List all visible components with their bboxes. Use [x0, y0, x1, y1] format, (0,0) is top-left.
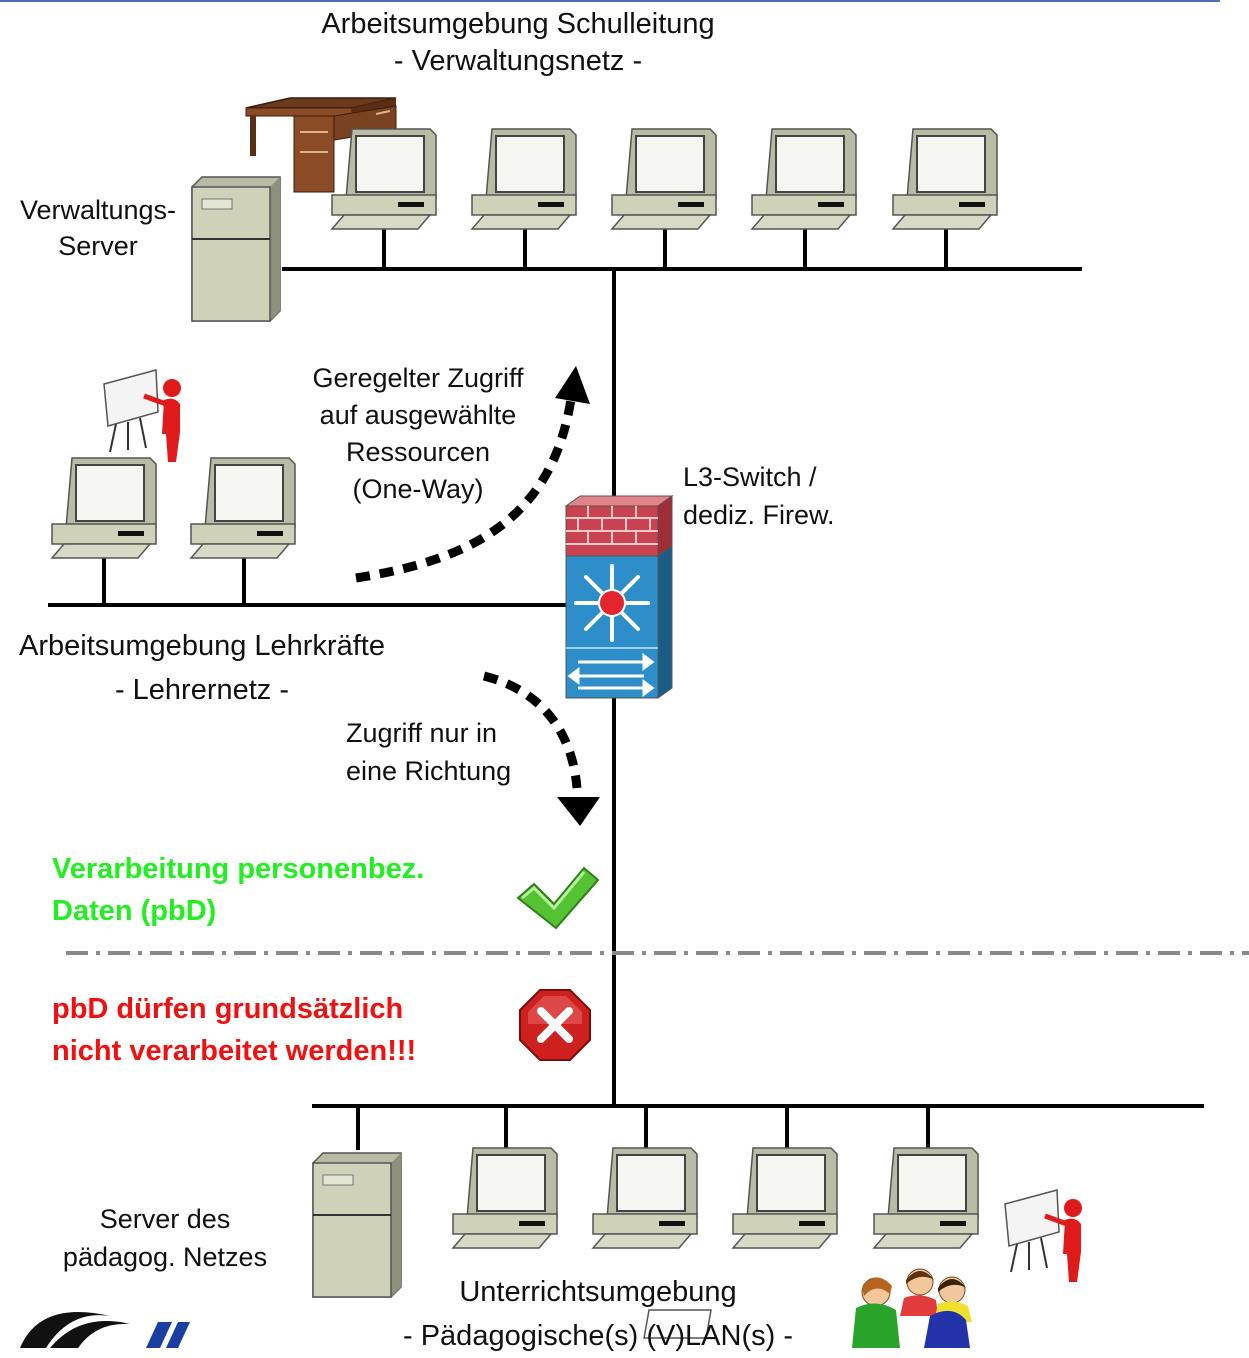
teacher-net-title-line1: Arbeitsumgebung Lehrkräfte	[19, 630, 385, 662]
admin-net-title-line1: Arbeitsumgebung Schulleitung	[321, 8, 715, 40]
edu-server-label-line1: Server des	[99, 1204, 231, 1234]
admin-pc-icon	[892, 128, 998, 230]
edu-net-title-line2: - Pädagogische(s) (V)LAN(s) -	[403, 1320, 793, 1352]
edu-pc-icon	[452, 1147, 558, 1249]
forbidden-line1: pbD dürfen grundsätzlich	[52, 993, 404, 1025]
forbidden-line2: nicht verarbeitet werden!!!	[52, 1035, 417, 1067]
edu-net-title-line1: Unterrichtsumgebung	[459, 1276, 737, 1308]
edu-net-title: Unterrichtsumgebung - Pädagogische(s) (V…	[358, 1270, 838, 1358]
edu-server-label: Server des pädagog. Netzes	[40, 1200, 290, 1276]
admin-pc-icon	[751, 128, 857, 230]
teacher-pc-icon	[51, 457, 157, 559]
allowed-line1: Verarbeitung personenbez.	[52, 853, 425, 885]
access-down-arrowhead	[557, 797, 600, 826]
admin-server-label: Verwaltungs- Server	[0, 195, 196, 262]
access-up-line3: Ressourcen	[345, 437, 491, 467]
access-up-arrowhead	[555, 366, 590, 404]
admin-net-title-line2: - Verwaltungsnetz -	[393, 45, 643, 77]
admin-pc-icon	[331, 128, 437, 230]
access-down-line1: Zugriff nur in	[346, 718, 498, 748]
edu-pc-icon	[732, 1147, 838, 1249]
allowed-line2: Daten (pbD)	[52, 895, 217, 927]
presenter-icon	[104, 370, 181, 462]
firewall-label: L3-Switch / dediz. Firew.	[683, 458, 835, 534]
edu-presenter-icon	[1005, 1190, 1082, 1282]
logo-icon	[20, 1312, 190, 1348]
access-down-arrow	[482, 671, 582, 789]
admin-server-label-line2: Server	[58, 231, 138, 261]
access-up-label: Geregelter Zugriff auf ausgewählte Resso…	[288, 360, 548, 508]
stop-icon	[519, 989, 591, 1061]
edu-pc-icon	[873, 1147, 979, 1249]
edu-server-label-line2: pädagog. Netzes	[62, 1242, 268, 1272]
access-up-line1: Geregelter Zugriff	[312, 363, 524, 393]
firewall-label-line1: L3-Switch /	[683, 462, 817, 492]
access-up-arrow	[355, 391, 577, 583]
teacher-net-title-line2: - Lehrernetz -	[114, 674, 290, 706]
admin-server-icon	[191, 176, 281, 322]
teacher-pc-icon	[190, 457, 296, 559]
access-up-line4: (One-Way)	[352, 474, 484, 504]
l3-switch-firewall-icon	[564, 495, 674, 699]
firewall-label-line2: dediz. Firew.	[683, 500, 835, 530]
access-down-line2: eine Richtung	[346, 756, 512, 786]
forbidden-label: pbD dürfen grundsätzlich nicht verarbeit…	[52, 988, 416, 1072]
access-down-label: Zugriff nur in eine Richtung	[346, 714, 511, 790]
check-icon	[516, 866, 600, 930]
edu-pc-icon	[592, 1147, 698, 1249]
teacher-net-title: Arbeitsumgebung Lehrkräfte - Lehrernetz …	[0, 624, 412, 712]
admin-pc-icon	[471, 128, 577, 230]
students-group-icon	[643, 1268, 972, 1348]
desk-icon	[245, 97, 397, 193]
access-up-line2: auf ausgewählte	[319, 400, 517, 430]
allowed-label: Verarbeitung personenbez. Daten (pbD)	[52, 848, 424, 932]
admin-pc-icon	[611, 128, 717, 230]
admin-net-title: Arbeitsumgebung Schulleitung - Verwaltun…	[268, 8, 768, 78]
admin-server-label-line1: Verwaltungs-	[19, 195, 177, 225]
